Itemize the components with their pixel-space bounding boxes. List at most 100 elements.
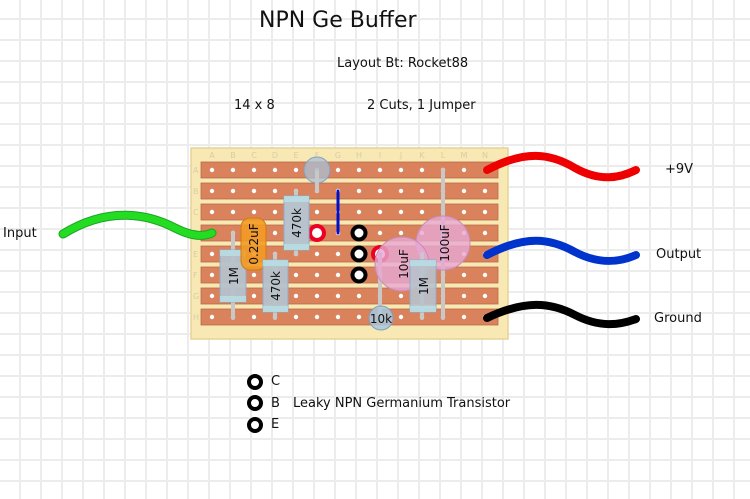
- hole: [209, 167, 215, 173]
- legend-pad-e: [247, 417, 263, 433]
- resistor-label: 470k: [290, 208, 304, 238]
- transistor-pad-e[interactable]: [350, 266, 368, 284]
- hole: [335, 251, 341, 257]
- ground-label: Ground: [654, 311, 702, 326]
- row-label: C: [193, 208, 199, 217]
- resistor-label: 1M: [417, 277, 431, 295]
- input-label: Input: [3, 226, 37, 241]
- page-title: NPN Ge Buffer: [259, 8, 417, 33]
- row-label: A: [193, 166, 199, 175]
- column-label: N: [482, 151, 488, 160]
- hole: [461, 188, 467, 194]
- strip-row-c: [200, 203, 499, 221]
- hole: [398, 209, 404, 215]
- transistor-pad-c[interactable]: [350, 224, 368, 242]
- hole: [272, 209, 278, 215]
- hole: [293, 314, 299, 320]
- hole: [314, 209, 320, 215]
- cuts-jumpers-label: 2 Cuts, 1 Jumper: [367, 98, 476, 113]
- hole: [251, 188, 257, 194]
- hole: [209, 293, 215, 299]
- hole: [398, 188, 404, 194]
- legend-description: Leaky NPN Germanium Transistor: [293, 396, 511, 411]
- column-label: L: [441, 151, 446, 160]
- row-label: E: [193, 250, 198, 259]
- hole: [335, 272, 341, 278]
- column-label: K: [419, 151, 425, 160]
- column-label: E: [293, 151, 298, 160]
- row-label: B: [193, 187, 199, 196]
- resistor-470k-bottom[interactable]: 470k: [262, 259, 289, 313]
- hole: [209, 272, 215, 278]
- power-wire[interactable]: [483, 151, 640, 182]
- column-label: I: [379, 151, 381, 160]
- hole: [461, 314, 467, 320]
- hole: [251, 293, 257, 299]
- strip-row-h: [200, 308, 499, 326]
- hole: [398, 230, 404, 236]
- legend-pin-b: B: [271, 396, 280, 411]
- hole: [272, 230, 278, 236]
- trimmer-label: 10k: [370, 312, 392, 326]
- hole: [482, 230, 488, 236]
- legend-pin-e: E: [271, 417, 280, 432]
- hole: [377, 209, 383, 215]
- resistor-1m-left[interactable]: 1M: [219, 249, 247, 303]
- column-label: C: [251, 151, 257, 160]
- hole: [356, 209, 362, 215]
- hole: [335, 314, 341, 320]
- hole: [461, 167, 467, 173]
- hole: [377, 230, 383, 236]
- column-label: H: [356, 151, 362, 160]
- hole: [419, 188, 425, 194]
- hole: [314, 314, 320, 320]
- row-label: G: [193, 292, 199, 301]
- hole: [251, 209, 257, 215]
- hole: [482, 293, 488, 299]
- hole: [230, 188, 236, 194]
- strip-row-a: [200, 161, 499, 179]
- hole: [377, 188, 383, 194]
- resistor-label: 470k: [269, 271, 283, 301]
- hole: [335, 293, 341, 299]
- row-label: F: [193, 271, 198, 280]
- column-label: A: [209, 151, 215, 160]
- transistor-pad-b[interactable]: [350, 245, 368, 263]
- hole: [398, 314, 404, 320]
- resistor-1m-right[interactable]: 1M: [409, 259, 437, 313]
- capacitor-100uf[interactable]: 100uF: [415, 215, 471, 271]
- hole: [482, 209, 488, 215]
- strip-row-b: [200, 182, 499, 200]
- hole: [209, 314, 215, 320]
- column-label: F: [315, 151, 320, 160]
- layout-credit: Layout Bt: Rocket88: [337, 56, 469, 71]
- capacitor-label: 10uF: [397, 249, 411, 279]
- hole: [356, 293, 362, 299]
- hole: [230, 209, 236, 215]
- hole: [209, 209, 215, 215]
- hole: [356, 167, 362, 173]
- hole: [209, 188, 215, 194]
- hole: [293, 272, 299, 278]
- column-label: G: [335, 151, 341, 160]
- hole: [419, 167, 425, 173]
- resistor-470k-top[interactable]: 470k: [283, 195, 310, 251]
- column-label: M: [461, 151, 468, 160]
- board-size-label: 14 x 8: [234, 98, 275, 113]
- ground-wire[interactable]: [483, 300, 640, 329]
- hole: [314, 272, 320, 278]
- hole: [419, 209, 425, 215]
- input-wire-fill: [59, 211, 216, 239]
- hole: [461, 293, 467, 299]
- hole: [461, 272, 467, 278]
- trimmer-10k[interactable]: 10k: [368, 305, 394, 331]
- legend-pin-c: C: [271, 374, 281, 389]
- output-wire[interactable]: [483, 236, 640, 265]
- capacitor-label: 0.22uF: [247, 223, 261, 264]
- capacitor-0-22uf[interactable]: 0.22uF: [240, 217, 267, 271]
- row-label: H: [193, 313, 199, 322]
- hole: [272, 188, 278, 194]
- hole: [314, 293, 320, 299]
- hole: [293, 293, 299, 299]
